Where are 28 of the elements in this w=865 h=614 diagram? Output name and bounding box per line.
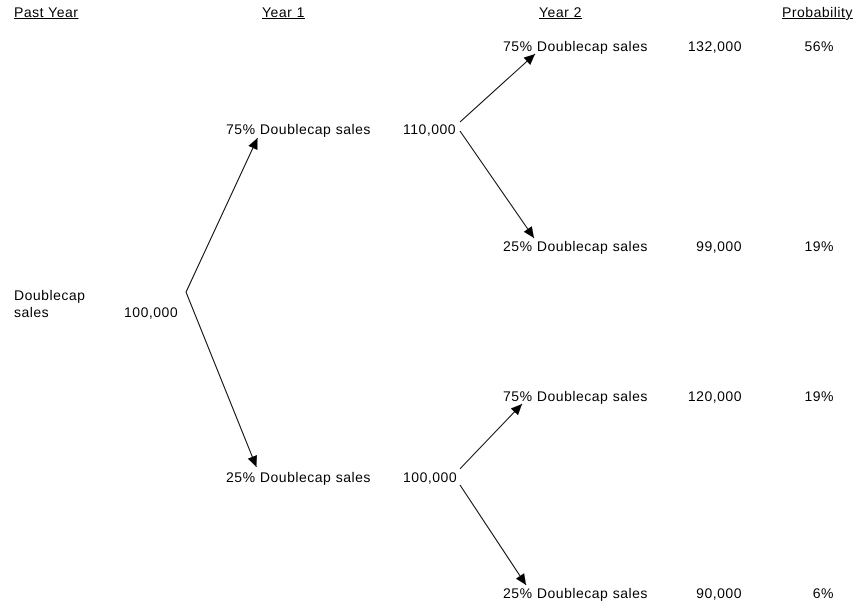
probability-value: 19% — [803, 388, 834, 404]
column-header: Probability — [782, 4, 853, 20]
column-header: Year 2 — [539, 4, 582, 20]
arrow — [460, 484, 527, 586]
arrow — [460, 54, 536, 122]
sales-value: 110,000 — [403, 121, 456, 137]
column-header: Year 1 — [262, 4, 305, 20]
outcome-text: 75% Doublecap sales — [226, 121, 371, 137]
probability-value: 6% — [812, 585, 834, 601]
sales-value: 90,000 — [695, 585, 742, 601]
sales-value: 120,000 — [686, 388, 742, 404]
sales-value: 100,000 — [124, 304, 178, 320]
outcome-text: Doublecap sales — [14, 287, 86, 321]
probability-value: 19% — [803, 238, 834, 254]
sales-value: 132,000 — [686, 38, 742, 54]
arrow — [186, 138, 258, 293]
outcome-text: 75% Doublecap sales — [501, 38, 651, 54]
outcome-text: 25% Doublecap sales — [501, 585, 651, 601]
arrow — [460, 130, 534, 238]
sales-value: 100,000 — [403, 469, 458, 485]
column-header: Past Year — [14, 4, 78, 20]
outcome-text: 75% Doublecap sales — [501, 388, 651, 404]
arrow — [460, 404, 522, 470]
arrow — [186, 292, 257, 468]
outcome-text: 25% Doublecap sales — [226, 469, 371, 485]
outcome-text: 25% Doublecap sales — [501, 238, 651, 254]
sales-value: 99,000 — [695, 238, 742, 254]
probability-value: 56% — [803, 38, 834, 54]
